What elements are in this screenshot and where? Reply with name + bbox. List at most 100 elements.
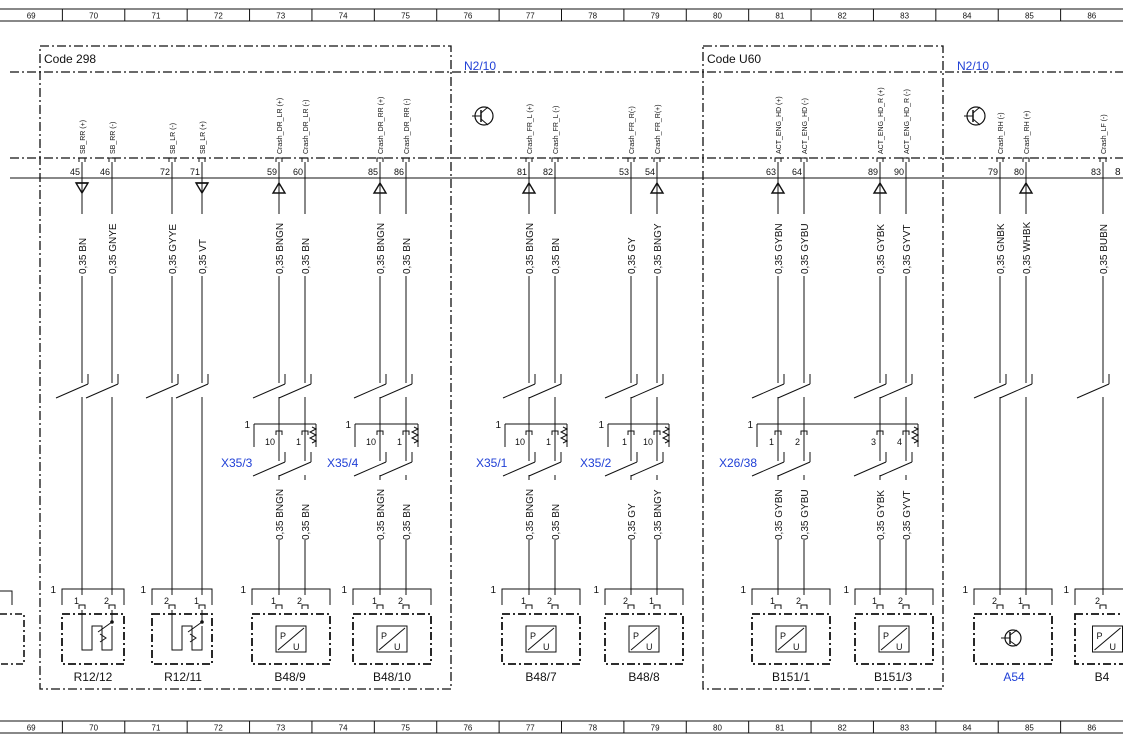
column-number: 81 — [775, 724, 784, 733]
column-number: 83 — [900, 724, 909, 733]
connector-pin-number: 10 — [515, 437, 525, 447]
component-label: R12/12 — [74, 670, 113, 684]
component-pin-number: 2 — [898, 596, 903, 606]
column-number: 69 — [27, 12, 36, 21]
wire-color-code: 0,35 BN — [301, 238, 312, 274]
pin-number: 45 — [70, 167, 80, 177]
partial-component-left — [0, 590, 25, 665]
connector-label[interactable]: X35/4 — [327, 456, 359, 470]
pin-number: 71 — [190, 167, 200, 177]
component-pin-number: 1 — [194, 596, 199, 606]
module-ref-n2-10-b[interactable]: N2/10 — [957, 59, 989, 73]
pin-signal-label: Crash_DR_RR (-) — [404, 98, 411, 154]
pin-number: 79 — [988, 167, 998, 177]
component-label: B48/9 — [274, 670, 306, 684]
wire-color-code: 0,35 VT — [198, 239, 209, 274]
frame-code-298: Code 298 — [39, 45, 452, 690]
connector-pin-number: 10 — [366, 437, 376, 447]
connector-label[interactable]: X26/38 — [719, 456, 757, 470]
wire-color-code: 0,35 BN — [551, 238, 562, 274]
pin-number: 46 — [100, 167, 110, 177]
pin-signal-label: Crash_DR_RR (+) — [378, 97, 385, 154]
column-number: 78 — [588, 724, 597, 733]
component-pin-number: 2 — [398, 596, 403, 606]
column-number: 76 — [463, 12, 472, 21]
pin-signal-label: ACT_ENG_HD_R (-) — [904, 89, 911, 154]
wire-color-code: 0,35 GY — [627, 503, 638, 540]
connector-pin-one: 1 — [747, 420, 753, 431]
sensor-symbol-u: U — [646, 642, 653, 652]
connector-label[interactable]: X35/1 — [476, 456, 508, 470]
wire-color-code: 0,35 BNGY — [653, 489, 664, 540]
column-number: 80 — [713, 12, 722, 21]
column-number: 86 — [1087, 724, 1096, 733]
wire-color-code: 0,35 GYBU — [800, 223, 811, 274]
transistor-icon — [964, 106, 986, 126]
column-number: 74 — [339, 724, 348, 733]
connector-pin-number: 10 — [643, 437, 653, 447]
pin-signal-label: Crash_FR_R(-) — [629, 106, 636, 154]
sensor-symbol-u: U — [394, 642, 401, 652]
component-pin-one: 1 — [843, 585, 849, 596]
pin-number: 60 — [293, 167, 303, 177]
pin-signal-label: Crash_RH (+) — [1024, 111, 1031, 154]
wire: SB_LR (+)710,35 VT — [175, 121, 210, 595]
component-pin-number: 2 — [104, 596, 109, 606]
edge-pin-number: 8 — [1115, 167, 1121, 178]
pin-signal-label: Crash_FR_L (+) — [527, 104, 534, 154]
component-pin-number: 2 — [992, 596, 997, 606]
component-label: B151/1 — [772, 670, 810, 684]
connector-label[interactable]: X35/2 — [580, 456, 612, 470]
pin-signal-label: SB_LR (-) — [170, 123, 177, 154]
wire: Crash_DR_RR (-)860,35 BN0,35 BN — [379, 98, 413, 595]
column-number: 85 — [1025, 12, 1034, 21]
connector-pin-number: 2 — [795, 437, 800, 447]
sensor-symbol-p: P — [1097, 631, 1103, 641]
wire-color-code: 0,35 BN — [78, 238, 89, 274]
pin-number: 83 — [1091, 167, 1101, 177]
sensor-symbol-u: U — [793, 642, 800, 652]
component-pin-one: 1 — [50, 585, 56, 596]
column-number: 77 — [526, 724, 535, 733]
column-number: 73 — [276, 724, 285, 733]
component-label: B48/8 — [628, 670, 660, 684]
column-number: 71 — [152, 724, 161, 733]
column-number: 79 — [651, 724, 660, 733]
pin-signal-label: SB_RR (-) — [110, 122, 117, 154]
transistor-icon — [472, 106, 494, 126]
component-pin-number: 2 — [796, 596, 801, 606]
component-label[interactable]: A54 — [1003, 670, 1025, 684]
component-label: B4 — [1095, 670, 1110, 684]
sensor-symbol-u: U — [543, 642, 550, 652]
column-number: 74 — [339, 12, 348, 21]
component-pin-number: 2 — [164, 596, 169, 606]
pin-number: 90 — [894, 167, 904, 177]
sensor-symbol-p: P — [780, 631, 786, 641]
component-pin-one: 1 — [962, 585, 968, 596]
component-label: B48/7 — [525, 670, 557, 684]
connector-label[interactable]: X35/3 — [221, 456, 253, 470]
wire-color-code: 0,35 BN — [402, 504, 413, 540]
wire: SB_RR (-)460,35 GNYE — [85, 122, 119, 595]
pin-number: 80 — [1014, 167, 1024, 177]
wire-color-code: 0,35 WHBK — [1022, 221, 1033, 274]
column-number: 72 — [214, 12, 223, 21]
wire-color-code: 0,35 BNGN — [376, 489, 387, 540]
sensor-symbol-u: U — [293, 642, 300, 652]
wire-color-code: 0,35 GNBK — [996, 223, 1007, 274]
column-number: 75 — [401, 724, 410, 733]
connector-pin-one: 1 — [345, 420, 351, 431]
column-number: 71 — [152, 12, 161, 21]
module-ref-n2-10-a[interactable]: N2/10 — [464, 59, 496, 73]
